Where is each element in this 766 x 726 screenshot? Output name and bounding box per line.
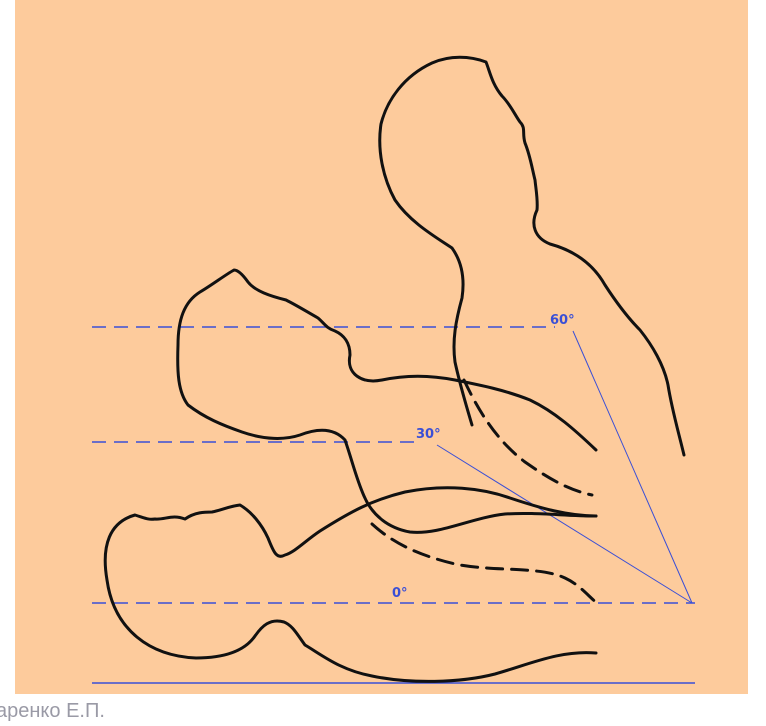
figure-outline-0deg bbox=[105, 488, 596, 682]
dashed-back-30deg bbox=[464, 380, 592, 495]
angle-label-30: 30° bbox=[416, 427, 441, 442]
author-credit: аренко Е.П. bbox=[0, 700, 105, 723]
angle-label-60: 60° bbox=[550, 313, 575, 328]
ray-60 bbox=[573, 331, 692, 603]
angle-label-0: 0° bbox=[392, 586, 408, 601]
figure-outline-60deg bbox=[380, 57, 684, 455]
figure-outline-30deg bbox=[178, 270, 596, 532]
